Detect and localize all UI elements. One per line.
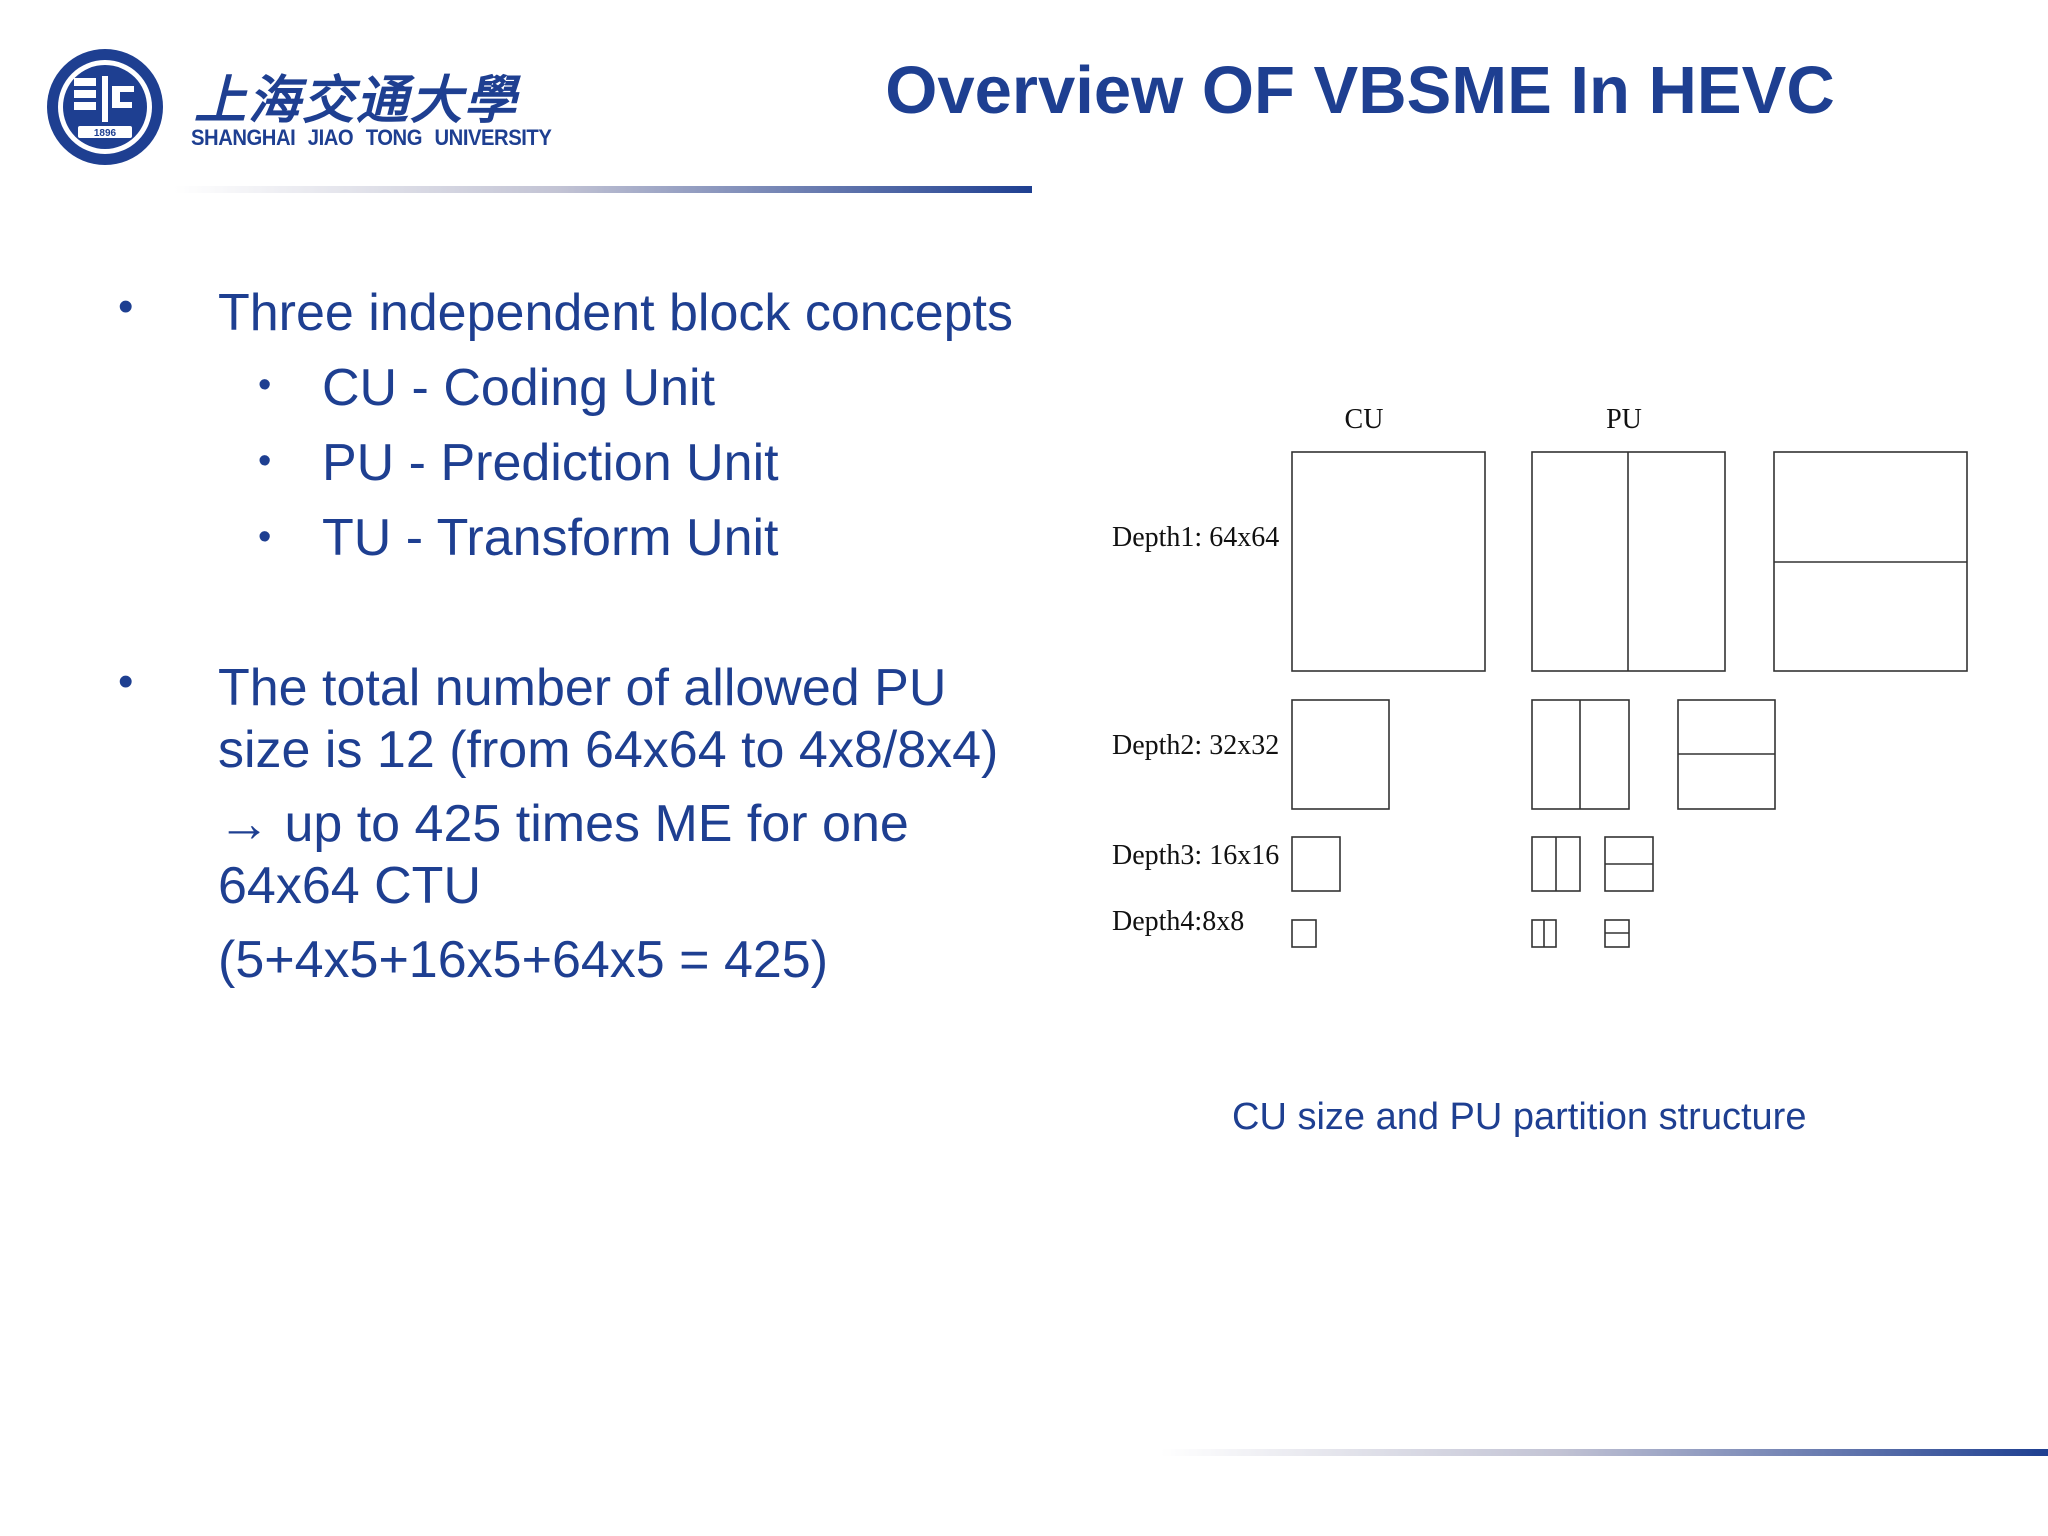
depth-label-1: Depth1: 64x64 bbox=[1112, 522, 1279, 553]
sub-bullet-marker: • bbox=[258, 364, 272, 406]
header-divider bbox=[174, 186, 1032, 193]
cu-pu-partition-diagram: CU PU Depth1: 64x64 Depth2: 32x32 Depth3… bbox=[1112, 404, 1968, 948]
sub-item-cu: CU - Coding Unit bbox=[322, 359, 716, 417]
sub-item-tu: TU - Transform Unit bbox=[322, 509, 779, 567]
svg-text:1896: 1896 bbox=[94, 128, 117, 139]
sub-item-pu: PU - Prediction Unit bbox=[322, 434, 779, 492]
footer-divider bbox=[1160, 1449, 2048, 1456]
university-name-chinese: 上海交通大學 bbox=[194, 70, 519, 131]
bullet-text-block-concepts: Three independent block concepts bbox=[218, 284, 1013, 342]
sub-bullet-marker: • bbox=[258, 516, 272, 558]
cu-block-64 bbox=[1291, 451, 1486, 672]
bullet-text-pu-count-line1: The total number of allowed PU bbox=[218, 659, 947, 717]
diagram-caption: CU size and PU partition structure bbox=[1232, 1096, 1807, 1138]
university-emblem-icon: 1896 bbox=[47, 49, 163, 165]
depth-label-4: Depth4:8x8 bbox=[1112, 906, 1244, 937]
bullet-marker: • bbox=[118, 282, 134, 331]
bullet-marker: • bbox=[118, 657, 134, 706]
cu-block-32 bbox=[1291, 699, 1390, 810]
arrow-text-line1: → up to 425 times ME for one bbox=[218, 795, 909, 853]
formula-text: (5+4x5+16x5+64x5 = 425) bbox=[218, 931, 829, 989]
sub-bullet-marker: • bbox=[258, 440, 272, 482]
column-label-pu: PU bbox=[1606, 404, 1642, 435]
column-label-cu: CU bbox=[1345, 404, 1384, 435]
arrow-text-line2: 64x64 CTU bbox=[218, 857, 481, 915]
depth-label-3: Depth3: 16x16 bbox=[1112, 840, 1279, 871]
university-name-english: SHANGHAI JIAO TONG UNIVERSITY bbox=[191, 125, 552, 150]
slide-title: Overview OF VBSME In HEVC bbox=[885, 53, 1835, 128]
cu-block-8 bbox=[1291, 919, 1317, 948]
bullet-text-pu-count-line2: size is 12 (from 64x64 to 4x8/8x4) bbox=[218, 721, 999, 779]
cu-block-16 bbox=[1291, 836, 1341, 892]
depth-label-2: Depth2: 32x32 bbox=[1112, 730, 1279, 761]
